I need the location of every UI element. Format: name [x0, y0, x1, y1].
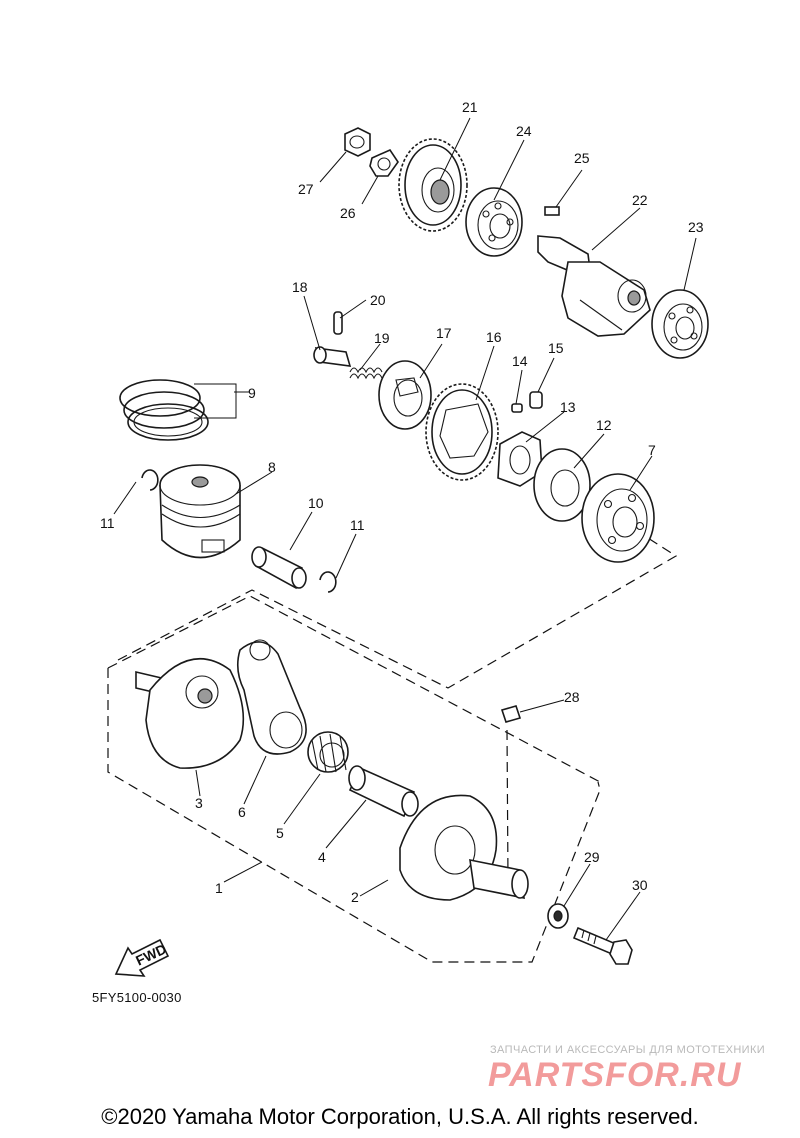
- callout-4: 4: [318, 849, 326, 865]
- part-2-crank-right: [399, 794, 529, 901]
- callout-22: 22: [632, 192, 648, 208]
- crankshaft-assembly-dashed-outline: [107, 537, 678, 963]
- callout-11-left: 11: [100, 515, 115, 531]
- part-11-circlip-right: [319, 571, 337, 593]
- callout-20: 20: [370, 292, 386, 308]
- callout-26: 26: [340, 205, 356, 221]
- fwd-arrow-icon: FWD: [114, 938, 170, 977]
- callout-9: 9: [248, 385, 256, 401]
- part-9-piston-rings: [119, 379, 209, 441]
- callout-13: 13: [560, 399, 576, 415]
- part-28-key: [500, 705, 522, 723]
- part-5-needle-bearing: [307, 731, 349, 773]
- callout-16: 16: [486, 329, 502, 345]
- part-23-bearing: [651, 289, 709, 359]
- callout-29: 29: [584, 849, 600, 865]
- callout-19: 19: [374, 330, 390, 346]
- callout-25: 25: [574, 150, 590, 166]
- callout-2: 2: [351, 889, 359, 905]
- callout-23: 23: [688, 219, 704, 235]
- watermark-brand-logo: PARTSFOR.RU: [488, 1056, 742, 1094]
- part-29-washer: [547, 903, 569, 929]
- copyright-notice: ©2020 Yamaha Motor Corporation, U.S.A. A…: [101, 1104, 699, 1129]
- diagram-code: 5FY5100-0030: [92, 990, 182, 1005]
- part-11-circlip-left: [141, 469, 159, 491]
- callout-numbers: 1 2 3 4 5 6 7 8 9 10 11 11 12 13 14 15 1…: [100, 99, 704, 905]
- part-14-spring: [511, 403, 523, 413]
- part-10-piston-pin: [251, 546, 307, 590]
- part-16-gear: [425, 383, 499, 481]
- part-19-spring: [349, 367, 383, 380]
- callout-11-right: 11: [350, 517, 365, 533]
- watermark-tagline: ЗАПЧАСТИ И АКСЕССУАРЫ ДЛЯ МОТОТЕХНИКИ: [490, 1044, 766, 1056]
- callout-7: 7: [648, 442, 656, 458]
- part-6-connecting-rod: [236, 639, 307, 755]
- callout-21: 21: [462, 99, 478, 115]
- part-21-gear: [398, 138, 468, 232]
- callout-1: 1: [215, 880, 223, 896]
- part-30-bolt: [572, 926, 633, 965]
- part-26-lock-washer: [369, 148, 399, 177]
- part-3-crank-left: [135, 657, 245, 769]
- part-27-nut: [344, 127, 371, 157]
- callout-6: 6: [238, 804, 246, 820]
- callout-14: 14: [512, 353, 528, 369]
- callout-30: 30: [632, 877, 648, 893]
- callout-12: 12: [596, 417, 612, 433]
- callout-15: 15: [548, 340, 564, 356]
- part-7-bearing: [581, 473, 655, 563]
- part-8-piston: [159, 464, 241, 559]
- part-17-plate: [378, 360, 432, 430]
- callout-5: 5: [276, 825, 284, 841]
- callout-28: 28: [564, 689, 580, 705]
- part-24-bearing: [465, 187, 523, 257]
- callout-27: 27: [298, 181, 314, 197]
- part-22-balancer-shaft: [537, 235, 651, 337]
- callout-3: 3: [195, 795, 203, 811]
- callout-10: 10: [308, 495, 324, 511]
- callout-18: 18: [292, 279, 308, 295]
- part-18-lever: [313, 346, 352, 367]
- leader-lines: [113, 117, 697, 941]
- callout-8: 8: [268, 459, 276, 475]
- part-12-plate: [533, 448, 591, 522]
- part-4-crank-pin: [348, 765, 419, 818]
- part-20-pin: [333, 311, 343, 335]
- callout-24: 24: [516, 123, 532, 139]
- part-15-pin: [529, 391, 543, 409]
- part-25-key: [544, 206, 560, 216]
- callout-17: 17: [436, 325, 452, 341]
